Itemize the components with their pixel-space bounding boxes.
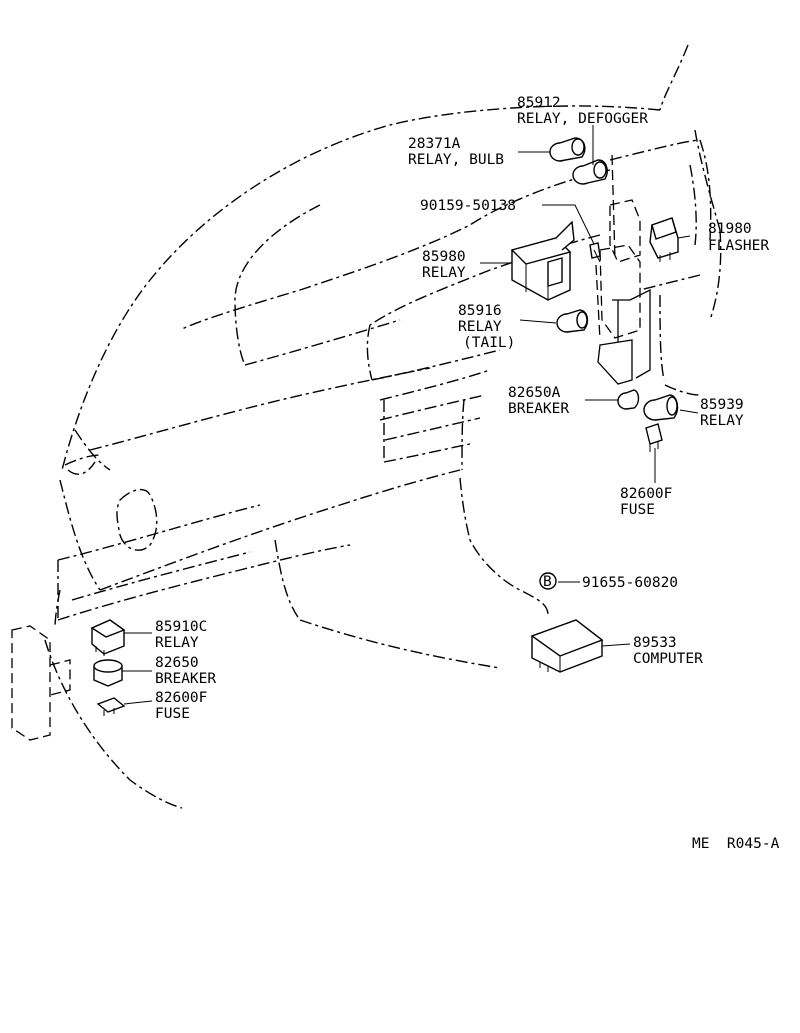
relay-85910c-icon [90,619,126,656]
relay-85939-name: RELAY [700,413,744,429]
flasher-name: FLASHER [708,238,769,254]
relay-85980-name: RELAY [422,265,466,281]
relay-bulb-name: RELAY, BULB [408,152,504,168]
relay-defogger-number: 85912 [517,95,561,111]
breaker-82650a-name: BREAKER [508,401,569,417]
breaker-82650a-icon [617,389,640,410]
relay-85980-number: 85980 [422,249,466,265]
leader-lines [122,125,699,705]
junction-block [11,625,71,741]
relay-85910c-number: 85910C [155,619,207,635]
relay-bulb-icon [549,137,586,162]
fuse-upper-icon [645,423,663,452]
relay-tail-icon [556,309,589,333]
breaker-82650a-number: 82650A [508,385,561,401]
relay-85910c-name: RELAY [155,635,199,651]
fuse-lower-number: 82600F [155,690,207,706]
relay-tail-number: 85916 [458,303,502,319]
relay-bulb-number: 28371A [408,136,461,152]
breaker-82650-name: BREAKER [155,671,216,687]
flasher-icon [649,217,679,262]
bolt-b-letter: B [543,574,552,590]
relay-tail-name: RELAY [458,319,502,335]
flasher-number: 81980 [708,221,752,237]
fuse-upper-number: 82600F [620,486,672,502]
relay-bracket [595,154,651,385]
computer-icon [530,619,604,673]
relay-tail-note: (TAIL) [463,335,515,351]
dashboard-outline [44,44,722,809]
computer-name: COMPUTER [633,651,703,667]
fuse-upper-name: FUSE [620,502,655,518]
fuse-lower-icon [96,697,126,716]
relay-85939-number: 85939 [700,397,744,413]
relay-85939-icon [643,394,679,421]
breaker-82650-icon [93,659,123,687]
figure-code: ME R045-A [692,836,780,852]
relay-defogger-name: RELAY, DEFOGGER [517,111,648,127]
labels: 85912 RELAY, DEFOGGER 28371A RELAY, BULB… [155,95,780,852]
relay-defogger-icon [572,159,608,185]
computer-number: 89533 [633,635,677,651]
bolt-b-marker: B [539,572,557,590]
bolt-number: 90159-50138 [420,198,516,214]
bolt-b-number: 91655-60820 [582,575,678,591]
relay-85980-icon [510,220,575,301]
bolt-icon [589,242,601,263]
breaker-82650-number: 82650 [155,655,199,671]
fuse-lower-name: FUSE [155,706,190,722]
